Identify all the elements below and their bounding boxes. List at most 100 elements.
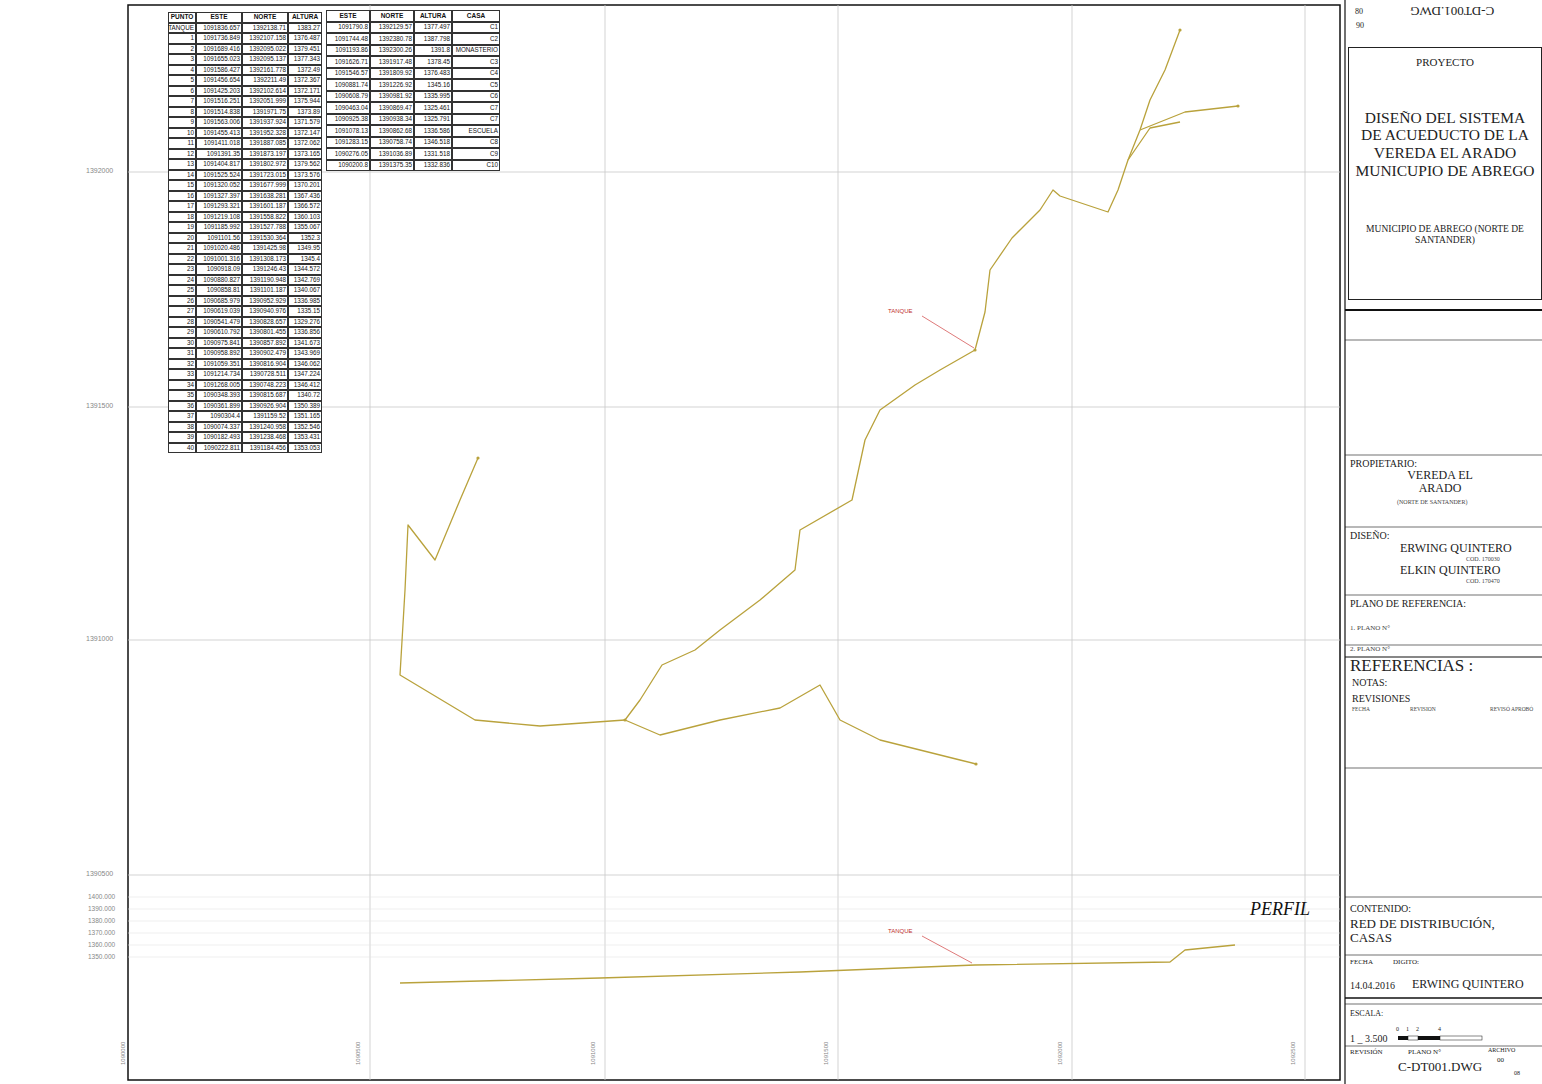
table-cell: 1090858.81 [196,285,242,296]
callout-label: TANQUE [888,928,913,935]
table-cell: 11 [168,138,196,149]
table-cell: 1091655.023 [196,54,242,65]
table-cell: 1351.165 [288,411,322,422]
table-cell: 1391101.187 [242,285,288,296]
sheet-number: 80 [1355,8,1363,17]
table-cell: 1370.201 [288,180,322,191]
table-cell: 1353.431 [288,432,322,443]
table-cell: 1332.836 [414,160,452,172]
axis-label: 1091500 [823,1042,830,1065]
table-cell: 1091268.005 [196,380,242,391]
axis-label: 1391000 [86,635,113,643]
table-cell: 1350.389 [288,401,322,412]
field-label: CONTENIDO: [1350,903,1411,914]
table-cell: 1090348.393 [196,390,242,401]
table-cell: 1372.171 [288,86,322,97]
profile-axis-label: 1400.000 [88,893,115,900]
table-cell: 21 [168,243,196,254]
table-cell: 1390938.34 [370,114,414,126]
table-cell: 1391809.92 [370,68,414,80]
table-cell: 1091320.052 [196,180,242,191]
field-label: PLANO DE REFERENCIA: [1350,598,1466,609]
table-cell: 1091836.657 [196,23,242,34]
table-cell: 1340.067 [288,285,322,296]
archive-number: 00 [1497,1057,1504,1065]
table-cell: 1349.95 [288,243,322,254]
table-cell: 32 [168,359,196,370]
axis-label: 1092000 [1057,1042,1064,1065]
table-cell: 1383.27 [288,23,322,34]
table-header: NORTE [370,10,414,22]
field-label: PLANO N° [1408,1049,1441,1057]
table-cell: 1390862.68 [370,125,414,137]
table-cell: 1090222.811 [196,443,242,454]
table-cell: 1336.985 [288,296,322,307]
axis-label: 1391500 [86,402,113,410]
table-cell: 1391530.364 [242,233,288,244]
table-cell: 27 [168,306,196,317]
table-cell: 1091059.351 [196,359,242,370]
table-cell: 25 [168,285,196,296]
table-cell: 1090276.05 [326,148,370,160]
axis-label: 1092500 [1290,1042,1297,1065]
table-cell: 1346.412 [288,380,322,391]
column-label: FECHA [1352,706,1370,712]
axis-label: 1091000 [590,1042,597,1065]
field-label: ARCHIVO [1488,1047,1515,1054]
table-cell: 1336.586 [414,125,452,137]
table-cell: 1352.3 [288,233,322,244]
table-cell: 1373.165 [288,149,322,160]
table-cell: 1392107.158 [242,33,288,44]
table-cell: 39 [168,432,196,443]
table-cell: 22 [168,254,196,265]
table-cell: 1391190.948 [242,275,288,286]
table-cell: 1090608.79 [326,91,370,103]
field-label: REVISIONES [1352,693,1410,704]
table-cell: 1091425.203 [196,86,242,97]
table-cell: 1391036.89 [370,148,414,160]
table-cell: 1352.546 [288,422,322,433]
table-cell: C6 [452,91,500,103]
table-cell: 1090958.892 [196,348,242,359]
table-header: CASA [452,10,500,22]
table-cell: 1091689.416 [196,44,242,55]
table-cell: 1091327.397 [196,191,242,202]
table-cell: 1391308.173 [242,254,288,265]
table-cell: 1391802.972 [242,159,288,170]
table-cell: 1090619.039 [196,306,242,317]
table-cell: 1090918.09 [196,264,242,275]
field-label: 2. PLANO N° [1350,646,1390,654]
designer-code: COD. 170470 [1466,578,1500,585]
axis-label: 1090500 [355,1042,362,1065]
table-cell: 1347.224 [288,369,322,380]
table-cell: 1329.276 [288,317,322,328]
table-cell: 1391937.924 [242,117,288,128]
table-cell: 15 [168,180,196,191]
table-cell: 1379.562 [288,159,322,170]
table-cell: 1392161.778 [242,65,288,76]
table-cell: 1391917.48 [370,56,414,68]
table-cell: 1391159.52 [242,411,288,422]
table-cell: 1335.15 [288,306,322,317]
section-title: PERFIL [1250,900,1310,920]
table-header: ALTURA [414,10,452,22]
table-cell: 1391.8 [414,45,452,57]
table-cell: 1390869.47 [370,102,414,114]
table-cell: 1377.343 [288,54,322,65]
designer-code: COD. 170030 [1466,556,1500,563]
table-cell: 1090361.899 [196,401,242,412]
table-cell: 1387.798 [414,33,452,45]
table-cell: 34 [168,380,196,391]
field-label: PROPIETARIO: [1350,458,1417,469]
table-cell: 1091790.8 [326,22,370,34]
table-cell: 1091516.251 [196,96,242,107]
table-cell: 1367.436 [288,191,322,202]
table-cell: 1090541.479 [196,317,242,328]
table-cell: 1091411.018 [196,138,242,149]
table-cell: 1391677.999 [242,180,288,191]
table-cell: 1336.856 [288,327,322,338]
table-cell: 1091078.13 [326,125,370,137]
drafter-name: ERWING QUINTERO [1412,978,1524,991]
table-cell: 1390801.455 [242,327,288,338]
